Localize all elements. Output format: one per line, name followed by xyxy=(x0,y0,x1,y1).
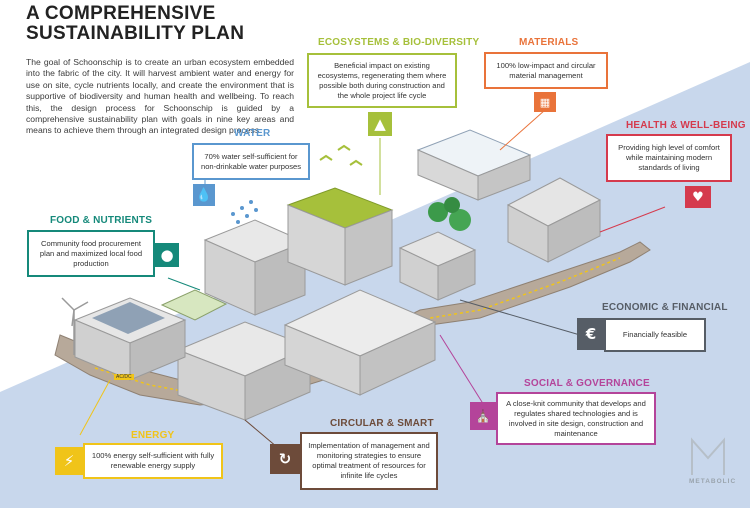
leader-economic xyxy=(459,299,581,336)
lightning-icon: ⚡ xyxy=(55,447,83,475)
water-box: 70% water self-sufficient for non-drinka… xyxy=(192,143,310,180)
birds-icon xyxy=(319,144,363,166)
materials-title: MATERIALS xyxy=(519,37,579,48)
economic-title: ECONOMIC & FINANCIAL xyxy=(602,302,728,313)
building-green-front xyxy=(344,209,393,286)
leader-materials xyxy=(499,109,546,151)
social-box: A close-knit community that develops and… xyxy=(496,392,656,445)
building-health-front xyxy=(547,199,601,263)
health-box: Providing high level of comfort while ma… xyxy=(606,134,732,182)
materials-box: 100% low-impact and circular material ma… xyxy=(484,52,608,89)
apple-icon: ● xyxy=(155,243,179,267)
heart-icon: ♥ xyxy=(685,186,711,208)
page-title-line1: A COMPREHENSIVE xyxy=(26,3,216,24)
ecosystems-title: ECOSYSTEMS & BIO-DIVERSITY xyxy=(318,37,480,48)
food-title: FOOD & NUTRIENTS xyxy=(50,215,153,226)
institution-icon: ⛪ xyxy=(470,402,496,430)
planter-box xyxy=(160,289,228,321)
leader-social xyxy=(439,334,488,411)
bricks-icon: ▦ xyxy=(534,92,556,112)
page-title: A COMPREHENSIVE SUSTAINABILITY PLAN xyxy=(26,4,326,44)
tree-icon: ▲ xyxy=(368,112,392,136)
leader-energy xyxy=(79,379,111,436)
building-center-front xyxy=(359,321,436,396)
energy-box: 100% energy self-sufficient with fully r… xyxy=(83,443,223,479)
tree xyxy=(428,202,448,222)
water-drop-icon: 💧 xyxy=(193,184,215,206)
economic-box: Financially feasible xyxy=(604,318,706,352)
social-title: SOCIAL & GOVERNANCE xyxy=(524,378,650,389)
metabolic-logo: METABOLIC xyxy=(689,478,737,485)
wind-turbine-icon xyxy=(61,297,89,355)
metabolic-logo-icon xyxy=(691,437,725,475)
leader-health xyxy=(599,206,666,233)
building-greenhouse-front xyxy=(477,154,531,201)
energy-title: ENERGY xyxy=(131,430,175,441)
building-economic-front xyxy=(437,249,476,301)
intro-paragraph: The goal of Schoonschip is to create an … xyxy=(26,57,294,136)
ecosystems-box: Beneficial impact on existing ecosystems… xyxy=(307,53,457,108)
cycle-icon: ↻ xyxy=(270,444,300,474)
food-box: Community food procurement plan and maxi… xyxy=(27,230,155,277)
tree xyxy=(449,209,471,231)
solar-panels xyxy=(92,302,165,334)
acdc-tag: AC/DC xyxy=(114,374,134,380)
water-title: WATER xyxy=(234,128,271,139)
leader-food xyxy=(167,277,201,291)
circular-box: Implementation of management and monitor… xyxy=(300,432,438,490)
tree xyxy=(444,197,460,213)
euro-icon: € xyxy=(577,318,605,350)
page-title-line2: SUSTAINABILITY PLAN xyxy=(26,23,245,44)
health-title: HEALTH & WELL-BEING xyxy=(626,120,746,131)
rain-drops xyxy=(231,200,258,224)
circular-title: CIRCULAR & SMART xyxy=(330,418,434,429)
building-energy-front xyxy=(129,319,186,381)
